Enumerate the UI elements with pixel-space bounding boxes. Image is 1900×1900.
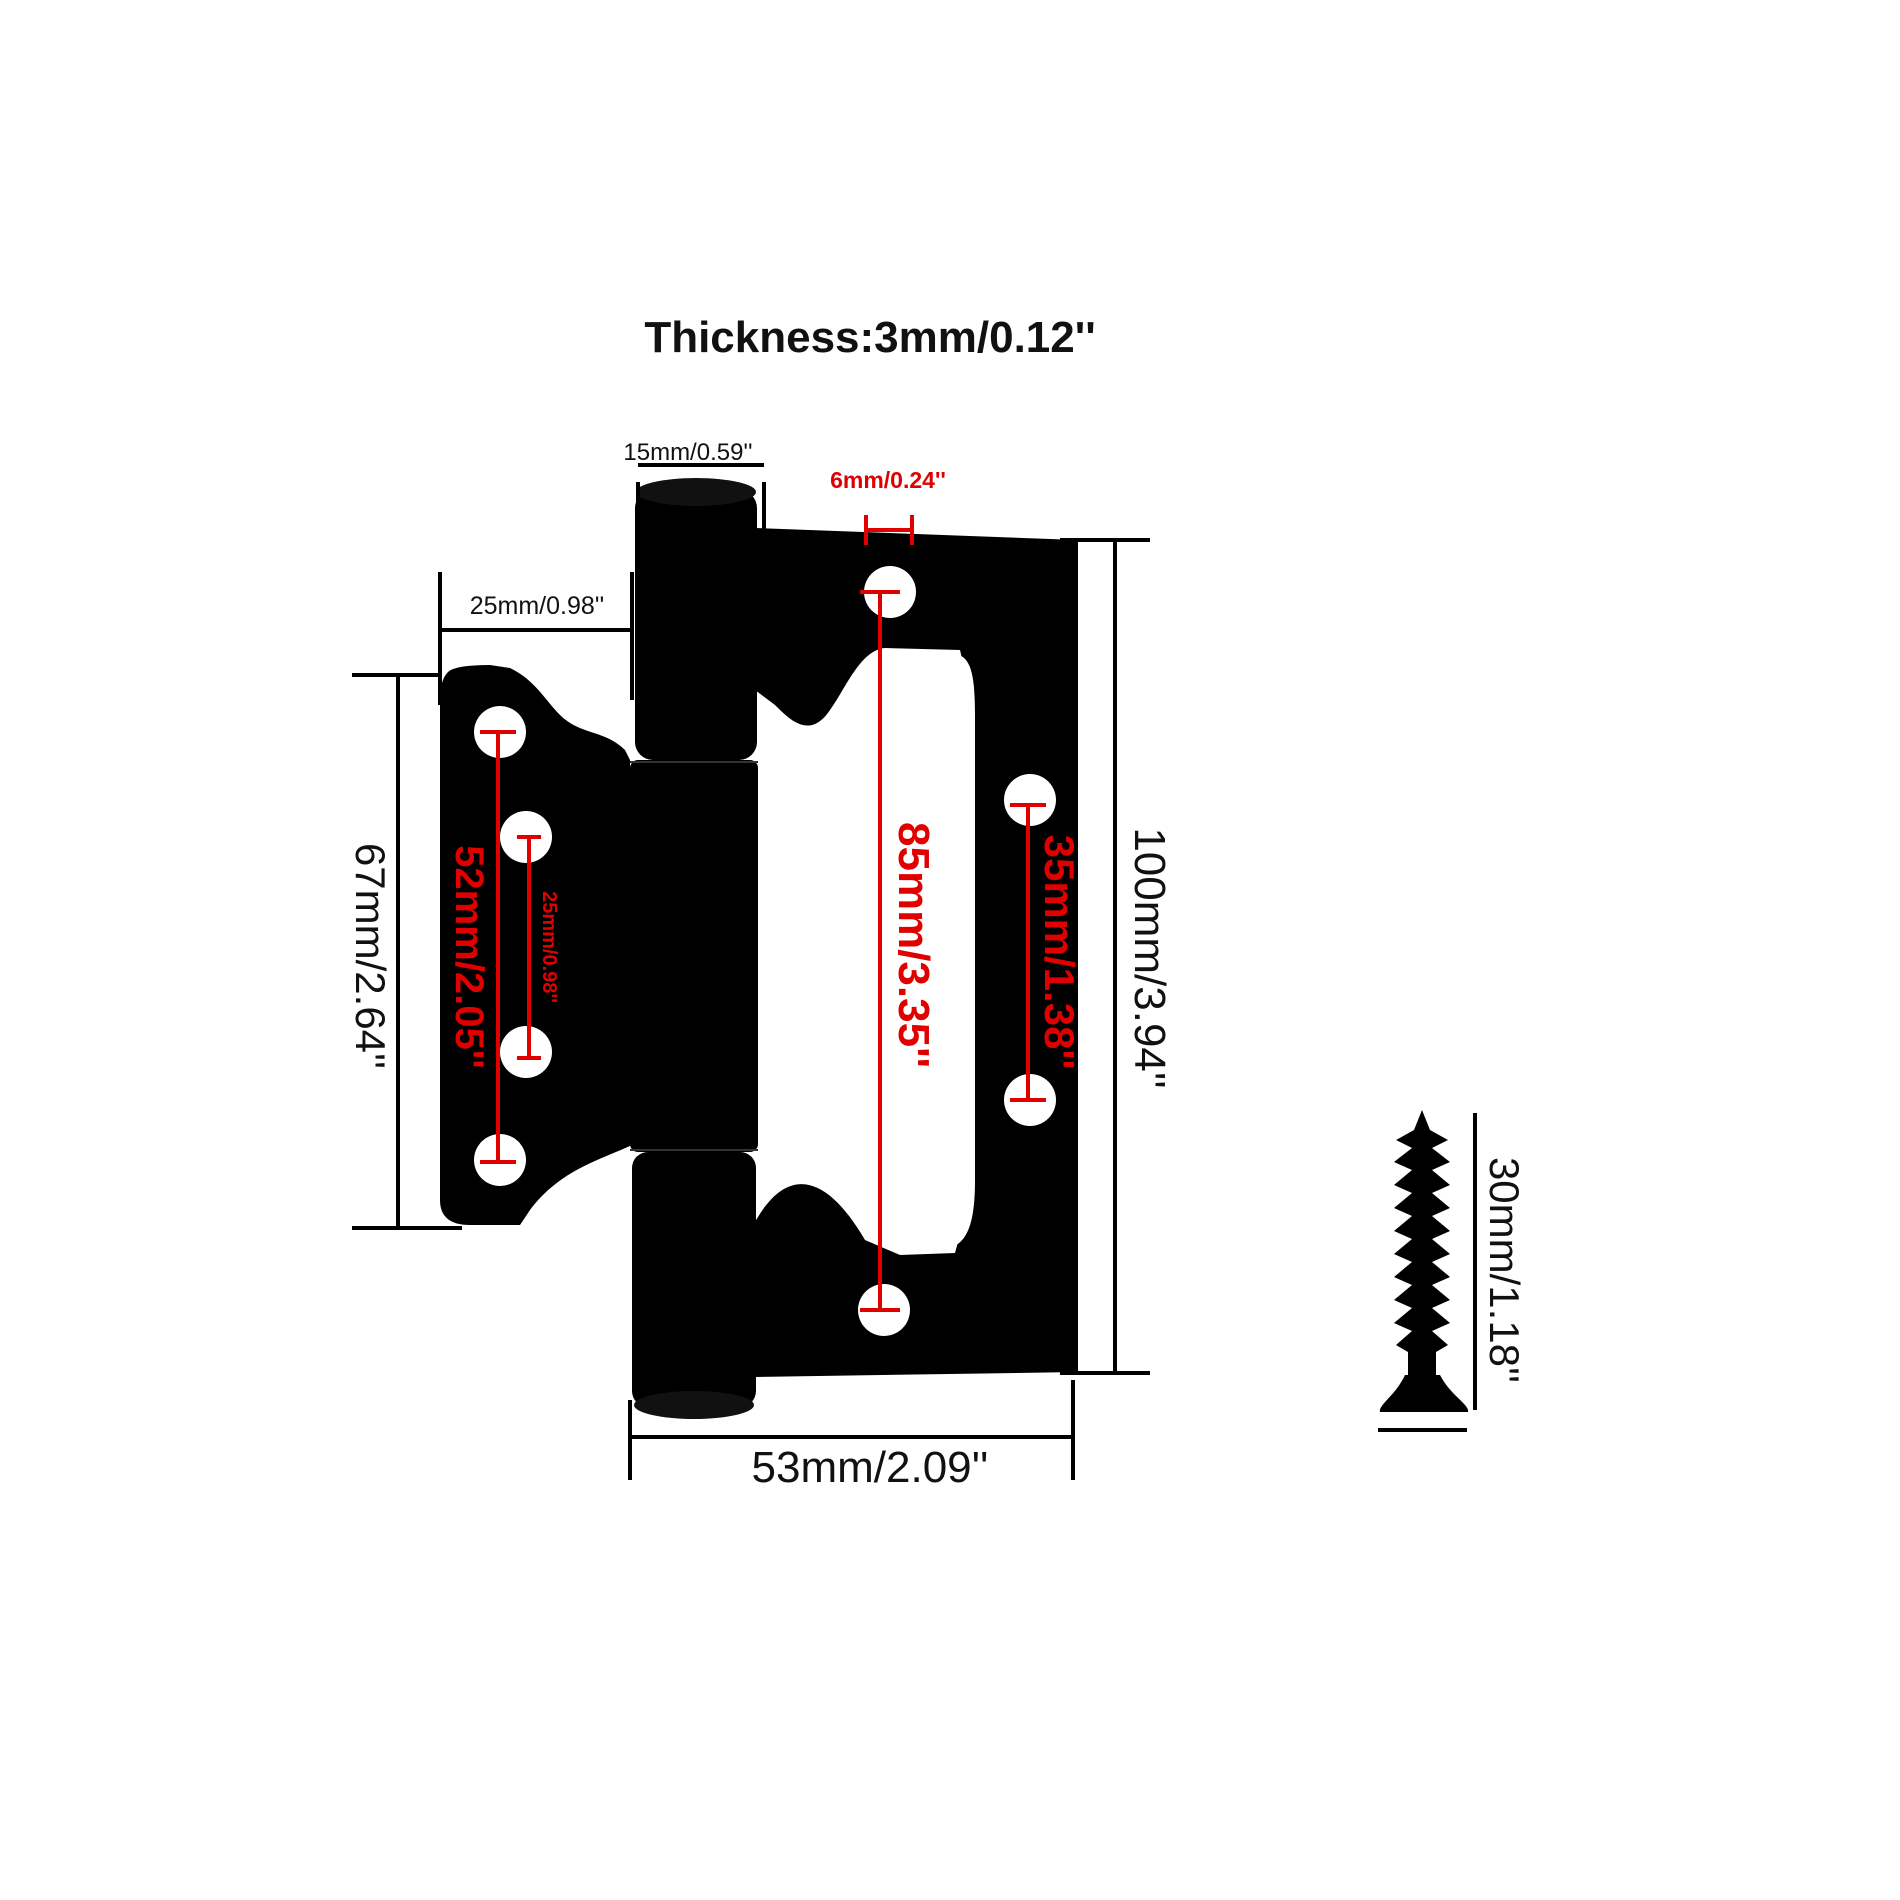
total-height-label: 100mm/3.94''	[1125, 827, 1174, 1088]
screw-head	[1379, 1375, 1469, 1412]
center-holes-label: 85mm/3.35''	[889, 822, 938, 1068]
knuckle-width-label: 15mm/0.59''	[623, 439, 752, 466]
screw-shank	[1394, 1110, 1450, 1380]
thickness-label: Thickness:3mm/0.12''	[644, 313, 1095, 362]
screw-length-label: 30mm/1.18''	[1481, 1157, 1528, 1383]
screw-hole	[1004, 774, 1056, 826]
hinge-knuckle-top-cap	[636, 478, 756, 506]
hole-spacing-markers	[480, 515, 1046, 1312]
wood-screw	[1379, 1110, 1469, 1412]
hinge-right-leaf	[755, 528, 1078, 1377]
right-side-holes-label: 35mm/1.38''	[1036, 835, 1083, 1070]
hinge-right-leaf-window	[770, 655, 975, 1252]
hinge-knuckle-middle	[630, 760, 758, 1152]
left-leaf-width-label: 25mm/0.98''	[470, 592, 605, 620]
left-inner-holes-label: 25mm/0.98''	[538, 891, 560, 1003]
hinge-left-leaf	[440, 665, 632, 1225]
hole-diameter-label: 6mm/0.24''	[830, 467, 946, 493]
dimension-lines	[352, 463, 1477, 1480]
left-leaf-height-label: 67mm/2.64''	[347, 843, 394, 1069]
screw-hole	[500, 1026, 552, 1078]
hinge-knuckle-bottom-cap	[634, 1391, 754, 1419]
hinge-knuckle-bottom	[632, 1152, 756, 1407]
hinge-knuckle-top	[635, 490, 757, 760]
total-width-label: 53mm/2.09''	[752, 1443, 989, 1492]
left-outer-holes-label: 52mm/2.05''	[447, 845, 491, 1069]
